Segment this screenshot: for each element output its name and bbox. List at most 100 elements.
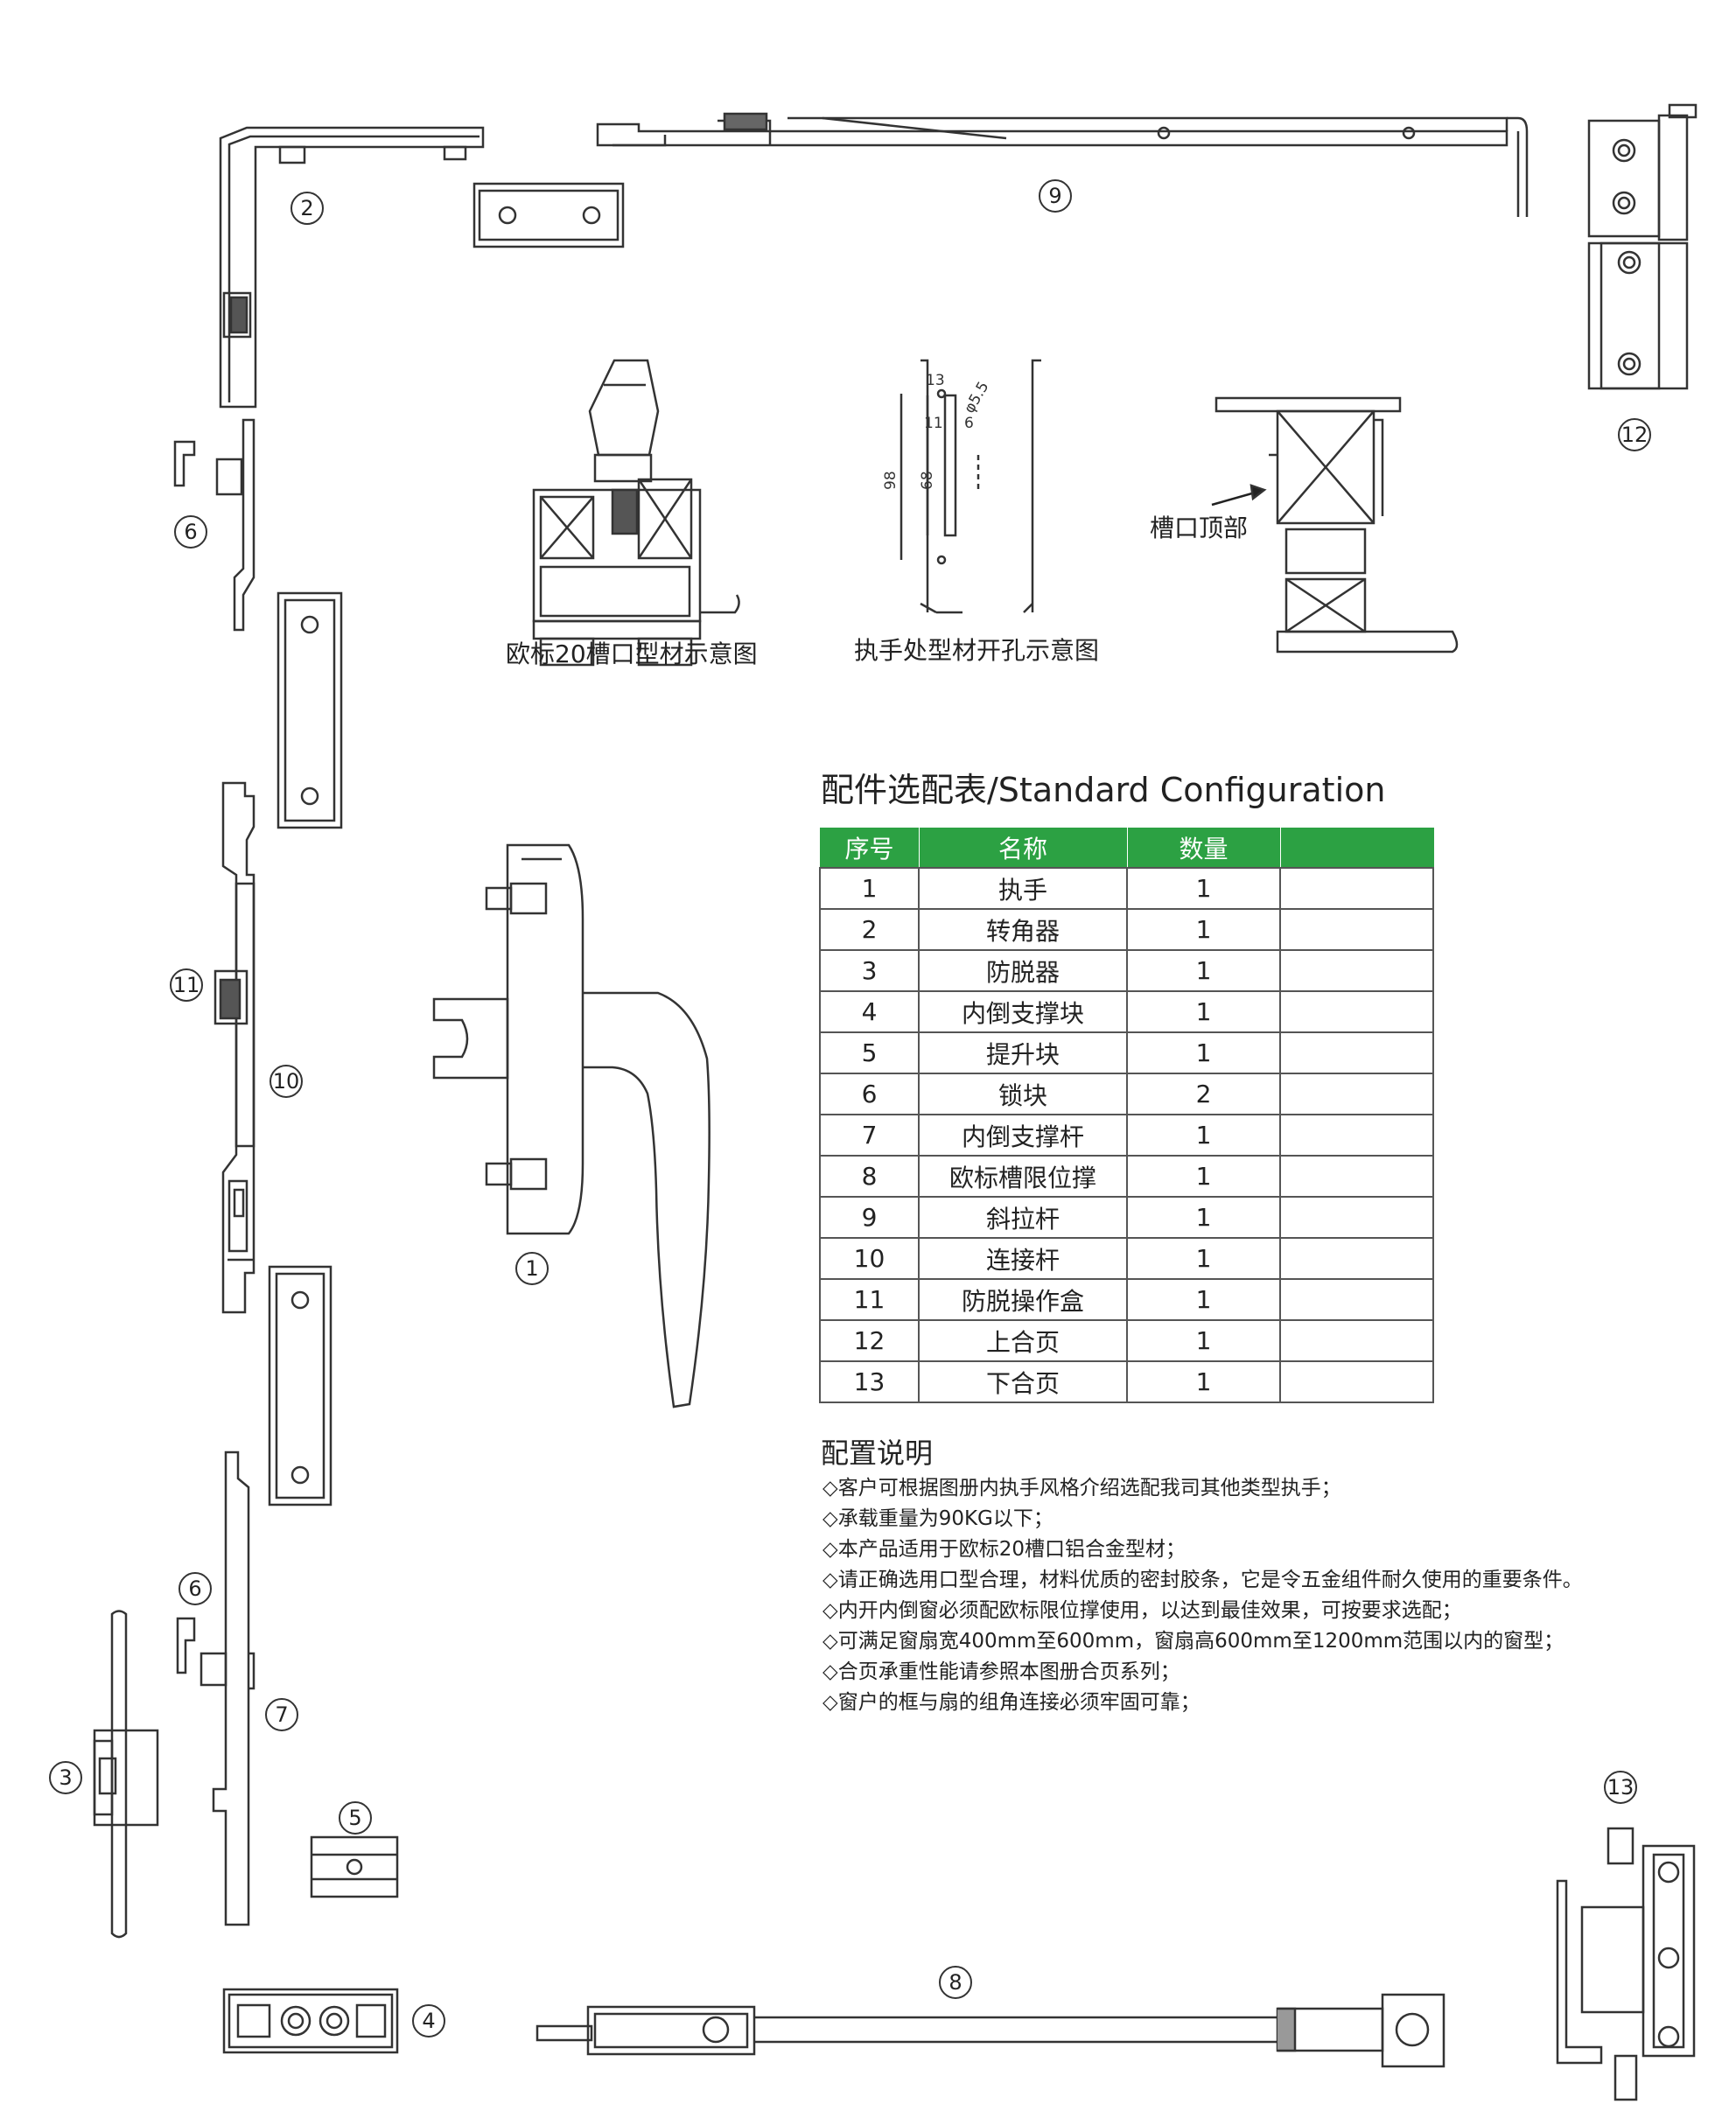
cell-name: 防脱操作盒 — [918, 1278, 1128, 1321]
callout-11: 11 — [170, 968, 203, 1002]
cell-extra — [1279, 1073, 1434, 1115]
cell-index: 7 — [819, 1114, 920, 1157]
note-item: ◇请正确选用口型合理，材料优质的密封胶条，它是令五金组件耐久使用的重要条件。 — [822, 1569, 1583, 1591]
cell-index: 4 — [819, 990, 920, 1033]
notes-title: 配置说明 — [821, 1436, 934, 1470]
bottom-hinge-part — [1556, 1827, 1696, 2101]
profile-section-diagram — [532, 359, 740, 667]
notes-list: ◇客户可根据图册内执手风格介绍选配我司其他类型执手； ◇承载重量为90KG以下；… — [822, 1473, 1583, 1718]
cell-qty: 1 — [1126, 1360, 1281, 1403]
callout-9: 9 — [1039, 179, 1072, 213]
note-item: ◇合页承重性能请参照本图册合页系列； — [822, 1660, 1180, 1683]
cell-qty: 1 — [1126, 1319, 1281, 1362]
header-extra — [1279, 828, 1434, 869]
cell-extra — [1279, 1155, 1434, 1198]
profile-caption: 欧标20槽口型材示意图 — [506, 640, 758, 668]
cell-index: 9 — [819, 1196, 920, 1239]
cell-qty: 1 — [1126, 1114, 1281, 1157]
connecting-rod-part — [214, 781, 256, 1314]
cell-name: 内倒支撑块 — [918, 990, 1128, 1033]
cell-name: 转角器 — [918, 908, 1128, 951]
note-item: ◇客户可根据图册内执手风格介绍选配我司其他类型执手； — [822, 1477, 1341, 1499]
cell-extra — [1279, 1278, 1434, 1321]
note-item: ◇窗户的框与扇的组角连接必须牢固可靠； — [822, 1691, 1200, 1714]
lifting-block-part — [310, 1835, 399, 1898]
callout-3: 3 — [49, 1761, 82, 1794]
cell-name: 欧标槽限位撑 — [918, 1155, 1128, 1198]
header-index: 序号 — [819, 828, 920, 869]
callout-12: 12 — [1618, 418, 1651, 451]
callout-13: 13 — [1604, 1771, 1637, 1804]
note-item: ◇内开内倒窗必须配欧标限位撑使用，以达到最佳效果，可按要求选配； — [822, 1599, 1462, 1622]
cell-extra — [1279, 1031, 1434, 1074]
note-item: ◇本产品适用于欧标20槽口铝合金型材； — [822, 1538, 1186, 1561]
note-item: ◇可满足窗扇宽400mm至600mm，窗扇高600mm至1200mm范围以内的窗… — [822, 1630, 1564, 1653]
dim-98: 98 — [882, 471, 900, 490]
note-item: ◇承载重量为90KG以下； — [822, 1507, 1054, 1530]
callout-5: 5 — [339, 1801, 372, 1835]
cell-index: 6 — [819, 1073, 920, 1115]
dim-13: 13 — [926, 372, 945, 389]
cell-extra — [1279, 867, 1434, 910]
cell-qty: 1 — [1126, 1196, 1281, 1239]
cell-extra — [1279, 990, 1434, 1033]
callout-7: 7 — [265, 1698, 298, 1731]
cell-qty: 1 — [1126, 1237, 1281, 1280]
cell-extra — [1279, 1196, 1434, 1239]
support-block-part — [222, 1988, 399, 2054]
table-header-row: 序号 名称 数量 — [819, 828, 1434, 869]
cell-name: 内倒支撑杆 — [918, 1114, 1128, 1157]
cell-qty: 2 — [1126, 1073, 1281, 1115]
cell-extra — [1279, 949, 1434, 992]
cell-name: 下合页 — [918, 1360, 1128, 1403]
cell-qty: 1 — [1126, 1031, 1281, 1074]
dim-68: 68 — [919, 471, 936, 490]
cell-extra — [1279, 1319, 1434, 1362]
cell-extra — [1279, 908, 1434, 951]
drilling-diagram — [900, 359, 1041, 614]
groove-section-diagram — [1214, 396, 1459, 654]
cell-index: 3 — [819, 949, 920, 992]
dim-6: 6 — [964, 415, 974, 432]
cell-qty: 1 — [1126, 1155, 1281, 1198]
cell-index: 1 — [819, 867, 920, 910]
handle-part — [432, 843, 710, 1409]
callout-8: 8 — [939, 1966, 972, 1999]
cell-name: 上合页 — [918, 1319, 1128, 1362]
header-qty: 数量 — [1126, 828, 1281, 869]
cell-index: 11 — [819, 1278, 920, 1321]
callout-2: 2 — [290, 192, 324, 225]
cell-name: 斜拉杆 — [918, 1196, 1128, 1239]
support-rod-part — [176, 1450, 256, 1926]
cell-index: 2 — [819, 908, 920, 951]
config-table-title: 配件选配表/Standard Configuration — [821, 771, 1386, 809]
connector-block-middle — [276, 591, 343, 829]
header-name: 名称 — [918, 828, 1128, 869]
drilling-caption: 执手处型材开孔示意图 — [854, 636, 1100, 665]
cell-qty: 1 — [1126, 949, 1281, 992]
anti-off-device-part — [93, 1610, 159, 1939]
callout-10: 10 — [270, 1065, 303, 1098]
cell-index: 10 — [819, 1237, 920, 1280]
cell-extra — [1279, 1360, 1434, 1403]
cell-qty: 1 — [1126, 908, 1281, 951]
cell-index: 12 — [819, 1319, 920, 1362]
groove-top-label: 槽口顶部 — [1150, 514, 1249, 542]
callout-1: 1 — [515, 1252, 549, 1285]
cell-extra — [1279, 1114, 1434, 1157]
corner-drive-part — [219, 126, 485, 409]
cell-qty: 1 — [1126, 867, 1281, 910]
connector-block-top — [472, 182, 625, 248]
